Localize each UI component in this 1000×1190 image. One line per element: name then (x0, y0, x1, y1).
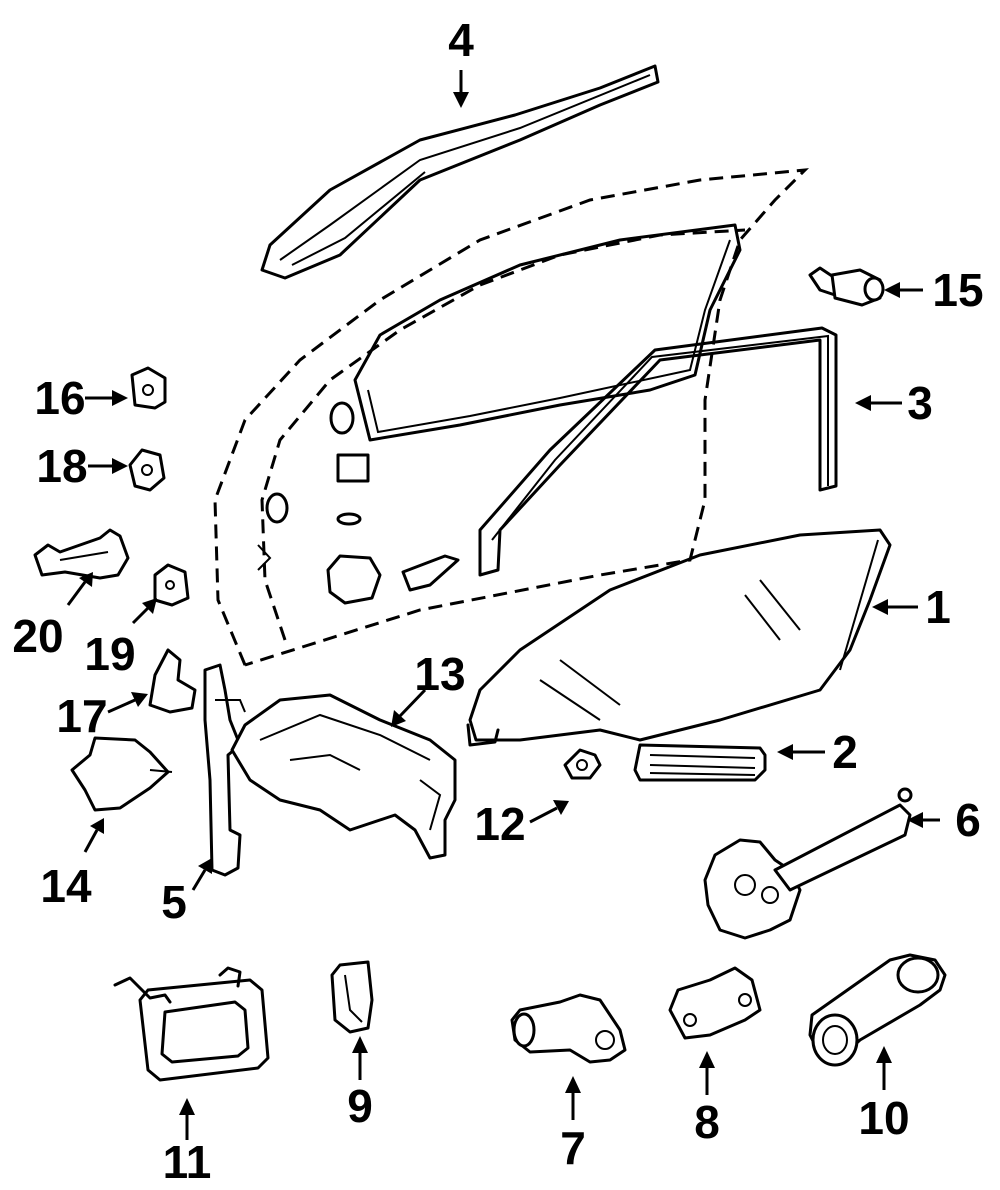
callout-labels: 4 1 2 3 15 6 16 18 20 19 17 14 5 13 12 1… (12, 14, 983, 1188)
part-9-handle-bezel (330, 960, 374, 1034)
part-12-grommet (563, 748, 602, 780)
callout-10: 10 (858, 1092, 909, 1144)
part-17-lock-part (148, 648, 197, 714)
callout-arrows (66, 70, 940, 1140)
callout-15: 15 (932, 264, 983, 316)
part-5-glass-guide (203, 663, 246, 877)
callout-4: 4 (448, 14, 474, 66)
callout-13: 13 (414, 648, 465, 700)
part-2-outside-handle (633, 743, 767, 782)
part-16-rod-clip (130, 366, 167, 410)
callout-17: 17 (56, 690, 107, 742)
callout-7: 7 (560, 1122, 586, 1174)
callout-11: 11 (163, 1136, 212, 1188)
part-14-lock-actuator (70, 736, 173, 812)
callout-5: 5 (161, 876, 187, 928)
part-18-rod-clip (128, 448, 166, 492)
callout-14: 14 (40, 860, 92, 912)
part-4-weatherstrip (260, 64, 660, 280)
callout-20: 20 (12, 610, 63, 662)
part-15-lock-cylinder (808, 266, 885, 307)
part-10-window-crank (808, 953, 947, 1067)
part-13-lock-assembly (230, 693, 457, 860)
part-20-door-check (33, 528, 130, 580)
callout-9: 9 (347, 1080, 373, 1132)
part-19-clip (153, 563, 190, 607)
callout-12: 12 (474, 798, 525, 850)
callout-8: 8 (694, 1096, 720, 1148)
part-7-regulator-motor (510, 993, 627, 1064)
part-11-inside-handle (113, 966, 270, 1082)
callout-18: 18 (36, 440, 87, 492)
part-1-door-glass (466, 528, 892, 747)
callout-2: 2 (832, 726, 858, 778)
callout-3: 3 (907, 377, 933, 429)
part-3-glass-run-channel (478, 326, 838, 577)
callout-19: 19 (84, 628, 135, 680)
part-6-regulator (703, 787, 913, 940)
callout-6: 6 (955, 794, 981, 846)
callout-16: 16 (34, 372, 85, 424)
part-8-bracket (668, 966, 762, 1040)
callout-1: 1 (925, 581, 951, 633)
